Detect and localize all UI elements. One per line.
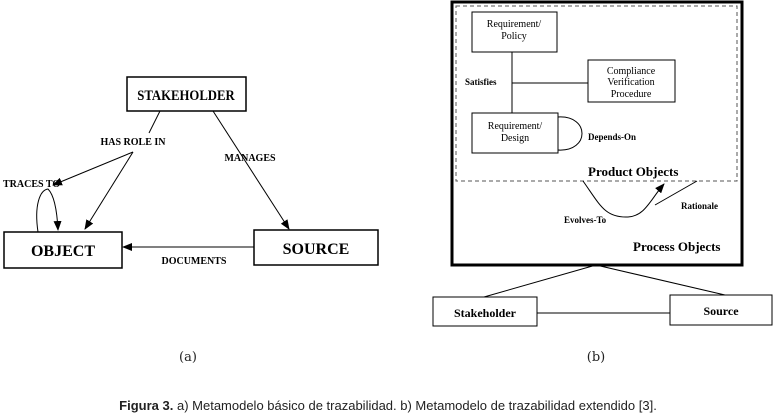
diagram-a: STAKEHOLDER OBJECT SOURCE HAS ROLE IN TR… — [3, 76, 379, 269]
figure-caption: Figura 3. a) Metamodelo básico de trazab… — [119, 398, 657, 413]
diagram-b: Requirement/ Policy Compliance Verificat… — [432, 0, 773, 327]
traces-to-loop — [36, 188, 62, 233]
stakeholder-node — [126, 76, 247, 112]
depends-on-loop — [557, 116, 583, 151]
process-stakeholder-edge — [483, 264, 597, 298]
has-role-in-edge — [148, 110, 161, 134]
rationale-label: Rationale — [681, 201, 718, 211]
has-role-in-arrow-traces — [52, 151, 134, 186]
req-policy-line1: Requirement/ — [487, 19, 542, 30]
product-objects-label: Product Objects — [588, 164, 678, 179]
evolves-to-edge — [582, 180, 665, 218]
depends-on-label: Depends-On — [588, 132, 636, 142]
object-node — [3, 231, 123, 269]
stakeholder-label: STAKEHOLDER — [137, 88, 235, 104]
caption-text: a) Metamodelo básico de trazabilidad. b)… — [173, 398, 656, 413]
has-role-in-arrow-object — [84, 151, 134, 230]
req-policy-line2: Policy — [501, 31, 527, 42]
process-source-edge — [595, 264, 726, 296]
compliance-line1: Compliance — [607, 66, 656, 77]
source-label-b: Source — [703, 304, 739, 318]
stakeholder-node-b — [432, 296, 538, 327]
traces-to-label: TRACES TO — [3, 179, 60, 190]
stakeholder-label-b: Stakeholder — [454, 306, 517, 320]
process-objects-label: Process Objects — [633, 239, 720, 254]
rationale-edge — [654, 180, 698, 206]
req-design-line1: Requirement/ — [488, 121, 543, 132]
object-label: OBJECT — [31, 243, 95, 260]
subfigure-a-label: (a) — [179, 350, 197, 365]
product-objects-box — [455, 5, 738, 182]
evolves-to-label: Evolves-To — [564, 215, 607, 225]
manages-label: MANAGES — [224, 153, 276, 164]
has-role-in-label: HAS ROLE IN — [100, 137, 166, 148]
req-design-line2: Design — [501, 133, 529, 144]
documents-label: DOCUMENTS — [161, 256, 226, 267]
req-policy-node — [471, 11, 558, 53]
compliance-node — [587, 59, 676, 103]
compliance-line3: Procedure — [611, 89, 652, 100]
req-design-node — [471, 112, 559, 154]
subfigure-b-label: (b) — [587, 350, 605, 365]
compliance-line2: Verification — [607, 77, 654, 88]
source-node — [253, 229, 379, 266]
source-node-b — [669, 294, 773, 326]
source-label: SOURCE — [283, 241, 350, 258]
satisfies-label: Satisfies — [465, 77, 497, 87]
caption-prefix: Figura 3. — [119, 398, 173, 413]
manages-edge — [212, 110, 290, 230]
